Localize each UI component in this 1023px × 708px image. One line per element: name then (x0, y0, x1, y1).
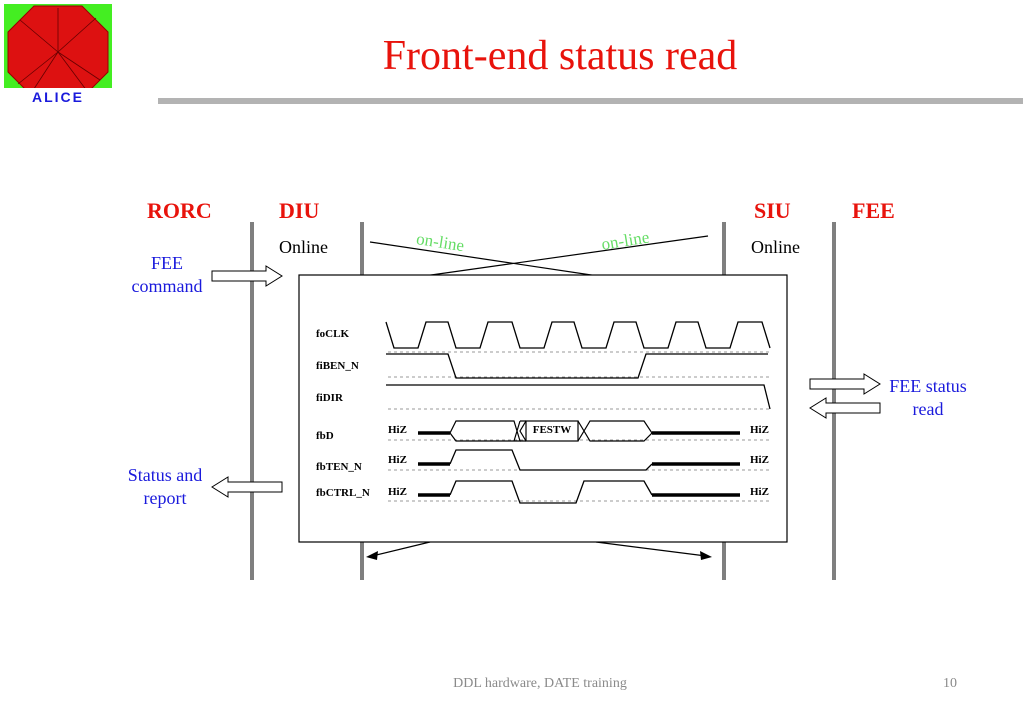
fee-command-note: FEE command (131, 253, 203, 296)
title-underline (158, 98, 1023, 104)
hiz-label-fbd-right: HiZ (750, 424, 769, 436)
hiz-label-fbten-right: HiZ (750, 454, 769, 466)
fee-status-out-arrow (809, 373, 881, 395)
status-report-arrow (211, 476, 283, 498)
signal-label-fbten-n: fbTEN_N (316, 461, 362, 473)
slide-footer: DDL hardware, DATE training (453, 676, 627, 691)
logo-text: ALICE (32, 89, 84, 105)
signal-label-foclk: foCLK (316, 328, 349, 340)
signal-wave-fiben-n (386, 353, 768, 379)
slide-title: Front-end status read (382, 33, 738, 79)
fee-status-in-arrow (809, 397, 881, 419)
diu-state-label: Online (279, 237, 328, 257)
siu-state-label: Online (751, 237, 800, 257)
logo-tracks (17, 8, 101, 96)
festw-label: FESTW (532, 424, 572, 436)
status-report-note: Status and report (127, 465, 203, 508)
signal-wave-fbten-n (418, 449, 740, 471)
logo-text-band (4, 88, 112, 104)
signal-label-fidir: fiDIR (316, 392, 343, 404)
page-number: 10 (943, 676, 957, 691)
lower-arrowhead-left (366, 551, 378, 560)
lower-line-left (371, 541, 431, 557)
hiz-label-fbctrl-left: HiZ (388, 486, 407, 498)
festw-box (525, 420, 579, 442)
signal-wave-fbd (418, 420, 740, 442)
lower-arrowhead-right (700, 551, 712, 560)
timing-diagram-box (298, 274, 788, 543)
hiz-label-fbctrl-right: HiZ (750, 486, 769, 498)
column-label-fee: FEE (852, 198, 895, 223)
signal-wave-fidir (386, 384, 771, 410)
signal-label-fbctrl-n: fbCTRL_N (316, 487, 370, 499)
hiz-label-fbd-left: HiZ (388, 424, 407, 436)
handshake-line-siu-to-diu (423, 235, 709, 277)
signal-label-fiben-n: fiBEN_N (316, 360, 359, 372)
handshake-line-diu-to-siu (369, 241, 599, 277)
signal-label-fbd: fbD (316, 430, 334, 442)
alice-logo: ALICE (4, 4, 112, 105)
column-label-siu: SIU (754, 198, 791, 223)
hiz-label-fbten-left: HiZ (388, 454, 407, 466)
signal-wave-fbctrl-n (418, 480, 740, 504)
signal-wave-foclk (385, 321, 771, 349)
lower-line-right (595, 541, 707, 557)
fee-status-read-note: FEE status read (889, 376, 967, 419)
column-label-rorc: RORC (147, 198, 212, 223)
column-label-diu: DIU (279, 198, 320, 223)
fee-command-arrow (211, 265, 283, 287)
